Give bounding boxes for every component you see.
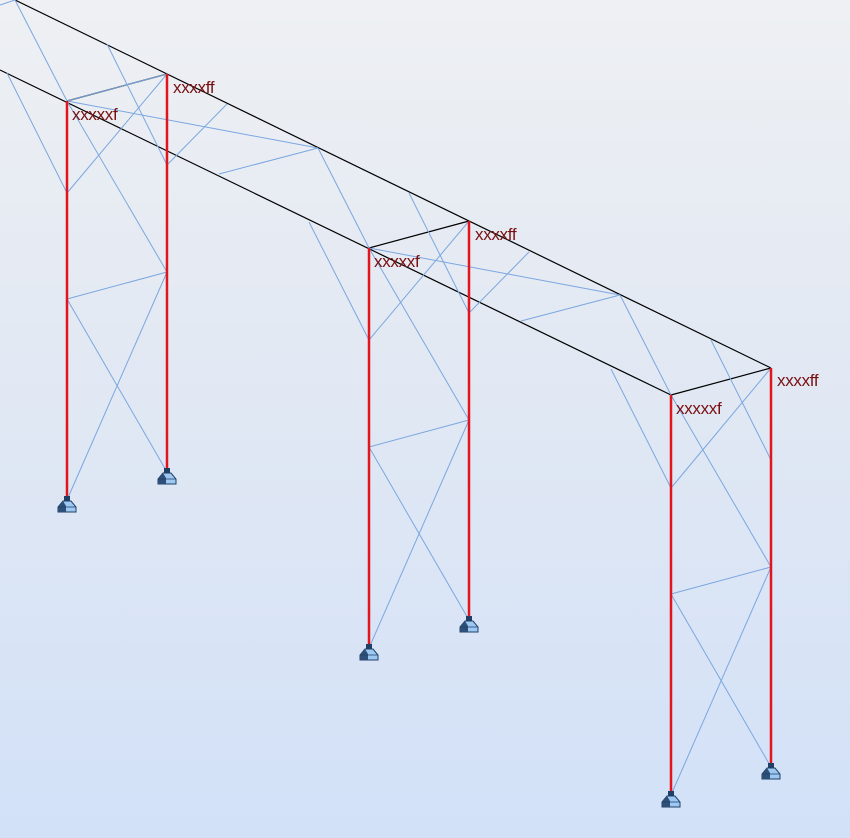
- fixed-support-icon[interactable]: [661, 790, 681, 808]
- member-label: xxxxxf: [374, 252, 420, 271]
- member-label: xxxxxf: [72, 105, 118, 124]
- member-label: xxxxff: [173, 78, 215, 97]
- columns: [65, 74, 773, 795]
- back-top-beam[interactable]: [14, 0, 772, 369]
- fixed-support-icon[interactable]: [157, 467, 177, 485]
- longitudinal-beams: [0, 0, 772, 396]
- front-top-beam[interactable]: [0, 69, 672, 396]
- cross-beam-frame-3[interactable]: [670, 367, 772, 396]
- member-label: xxxxff: [475, 225, 517, 244]
- cross-beam-frame-2[interactable]: [368, 220, 470, 249]
- member-label: xxxxff: [777, 371, 819, 390]
- fixed-support-icon[interactable]: [359, 643, 379, 661]
- bracing: [0, 0, 772, 796]
- fixed-support-icon[interactable]: [57, 495, 77, 513]
- fixed-support-icon[interactable]: [459, 615, 479, 633]
- fixed-support-icon[interactable]: [761, 762, 781, 780]
- member-label: xxxxxf: [676, 399, 722, 418]
